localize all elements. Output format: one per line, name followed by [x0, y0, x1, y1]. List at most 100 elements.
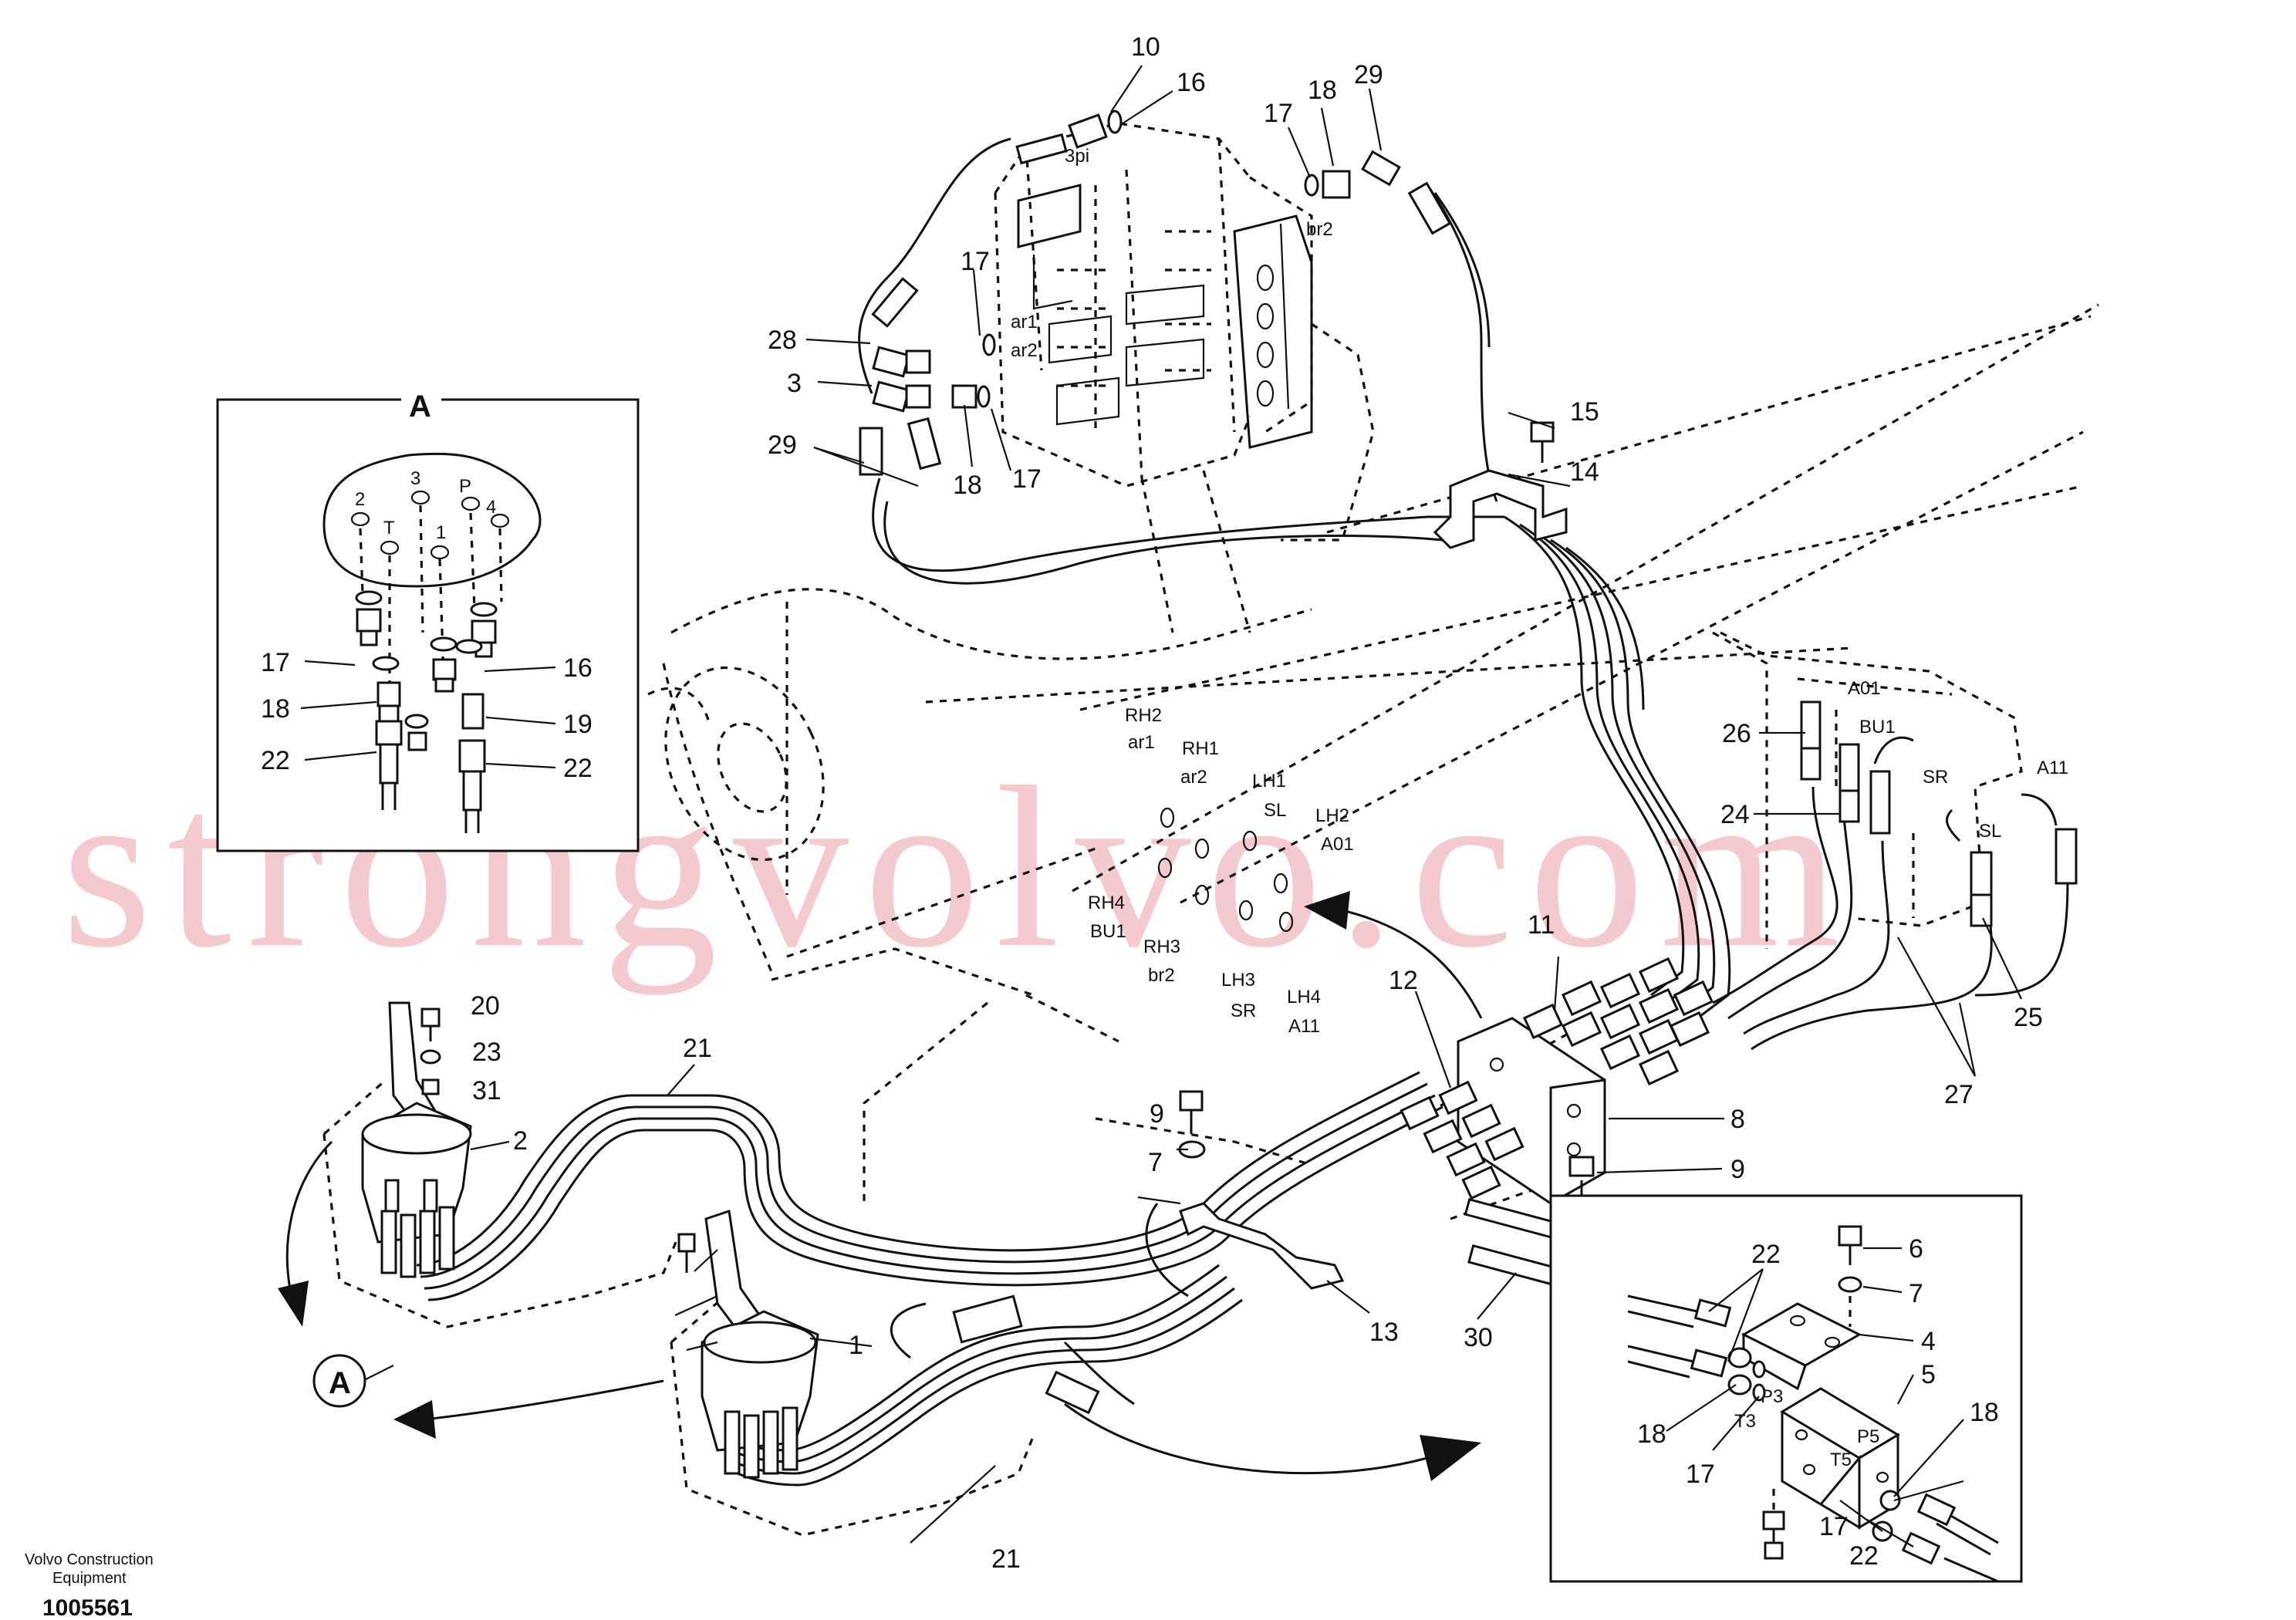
callout-9a: 9	[1150, 1099, 1164, 1129]
pilot-port-lh3: LH3	[1221, 970, 1255, 991]
pilot-block-fittings	[1800, 700, 2078, 927]
pilot-port-rh2-code: ar1	[1128, 732, 1155, 753]
valve-port-labels: 3pi br2 ar1 ar2	[1011, 146, 1333, 361]
detail-a-port-2: 2	[355, 489, 365, 510]
joystick-1	[677, 1210, 819, 1479]
callout-30: 30	[1464, 1323, 1493, 1352]
callout-31: 31	[472, 1076, 501, 1105]
rotation-arrows	[278, 891, 1483, 1481]
detail-b-inset: P3 T3 P5 T5	[1549, 1194, 2023, 1583]
callout-29a: 29	[1354, 60, 1383, 89]
detail-b-callout-4: 4	[1921, 1327, 1936, 1356]
detail-b-callout-17e: 17	[1819, 1512, 1849, 1541]
callout-20: 20	[471, 991, 500, 1021]
detail-b-callout-22a: 22	[1751, 1240, 1781, 1269]
valve-block-8	[1400, 957, 1714, 1288]
callout-14: 14	[1570, 457, 1599, 487]
detail-a-title: A	[409, 390, 431, 424]
clamp-14	[1433, 421, 1568, 549]
pilot-port-labels: RH2 ar1 RH1 ar2 LH1 SL LH2 A01 RH4 BU1 R…	[1088, 705, 1354, 1037]
callout-27: 27	[1944, 1080, 1974, 1109]
leader-lines	[470, 65, 2022, 1544]
callout-17c: 17	[1012, 464, 1042, 494]
callout-16: 16	[1177, 68, 1206, 97]
callout-17a: 17	[1264, 99, 1293, 128]
pilot-port-rh1: RH1	[1182, 738, 1219, 759]
callout-18a: 18	[1308, 76, 1337, 105]
detail-a-callout-22a: 22	[261, 746, 290, 775]
callout-21b: 21	[991, 1544, 1021, 1574]
valve-port-br2: br2	[1306, 219, 1333, 240]
pilot-port-lh1-code: SL	[1264, 800, 1286, 821]
valve-port-ar1: ar1	[1011, 312, 1038, 332]
detail-b-callout-6: 6	[1909, 1234, 1923, 1264]
drawing-number: 1005561	[42, 1595, 133, 1620]
callout-13: 13	[1369, 1318, 1399, 1347]
pilot-port-lh2-code: A01	[1321, 834, 1354, 855]
detail-a-callout-22b: 22	[563, 754, 593, 783]
footer-brand-line1: Volvo Construction	[25, 1551, 154, 1568]
valve-port-ar2: ar2	[1011, 340, 1038, 361]
footer-brand-line2: Equipment	[52, 1570, 127, 1587]
detail-b-callout-17d: 17	[1686, 1460, 1715, 1489]
block-port-bu1: BU1	[1859, 717, 1896, 737]
pilot-port-lh2: LH2	[1315, 805, 1349, 826]
detail-b-callout-7c: 7	[1909, 1279, 1923, 1308]
detail-a-callout-18: 18	[261, 694, 290, 724]
pilot-port-lh3-code: SR	[1231, 1001, 1256, 1021]
joystick-2	[361, 1001, 472, 1278]
detail-a-marker: A	[312, 1354, 394, 1408]
block-port-labels: A01 BU1 SR SL A11	[1848, 678, 2068, 842]
valve-fittings	[859, 110, 1452, 476]
detail-a-callout-16: 16	[563, 653, 593, 683]
pilot-port-rh4: RH4	[1088, 893, 1125, 913]
detail-a-port-t: T	[383, 518, 395, 538]
callout-18b: 18	[953, 471, 982, 500]
detail-b-callout-22b: 22	[1849, 1541, 1879, 1571]
callout-3: 3	[787, 369, 802, 398]
callout-9b: 9	[1730, 1155, 1745, 1184]
pilot-port-symbols	[1157, 807, 1294, 933]
pilot-port-lh4: LH4	[1287, 987, 1321, 1007]
detail-a-port-4: 4	[486, 497, 496, 518]
callout-1: 1	[849, 1331, 863, 1360]
callout-28: 28	[768, 326, 797, 355]
block-port-a11: A11	[2037, 758, 2068, 778]
block-port-sr: SR	[1923, 767, 1948, 788]
detail-b-port-p5: P5	[1857, 1426, 1879, 1447]
detail-a-marker-letter: A	[329, 1366, 351, 1400]
callout-2: 2	[513, 1126, 528, 1156]
detail-a-port-3: 3	[410, 468, 420, 489]
detail-b-callout-18c: 18	[1970, 1398, 1999, 1427]
pilot-port-rh2: RH2	[1125, 705, 1162, 726]
block-port-a01: A01	[1848, 678, 1881, 699]
callout-26: 26	[1722, 719, 1751, 748]
pilot-port-lh1: LH1	[1252, 771, 1286, 791]
pilot-port-rh3-code: br2	[1148, 965, 1175, 986]
detail-a-port-p: P	[459, 476, 471, 497]
callout-8: 8	[1730, 1105, 1745, 1134]
callout-24: 24	[1720, 800, 1750, 829]
control-valve	[1017, 184, 1313, 449]
detail-b-port-t5: T5	[1830, 1450, 1852, 1470]
callout-7a: 7	[1148, 1148, 1163, 1177]
detail-a-callout-19: 19	[563, 710, 593, 739]
pilot-port-rh1-code: ar2	[1180, 767, 1207, 788]
block-port-sl: SL	[1979, 821, 2001, 842]
footer: Volvo Construction Equipment 1005561	[25, 1551, 154, 1620]
callout-12: 12	[1389, 966, 1418, 995]
callout-17b: 17	[961, 247, 990, 276]
clamp-13	[952, 1090, 1345, 1415]
valve-port-3pi: 3pi	[1065, 146, 1089, 167]
part-callouts: 10 16 17 18 29 17 28 3 29 18 17 15 14 26…	[471, 32, 2043, 1574]
pilot-port-rh4-code: BU1	[1090, 921, 1126, 942]
callout-10: 10	[1131, 32, 1160, 62]
pilot-port-lh4-code: A11	[1288, 1016, 1320, 1037]
pilot-port-rh3: RH3	[1143, 937, 1180, 957]
callout-21a: 21	[683, 1034, 712, 1063]
callout-11: 11	[1528, 910, 1555, 940]
callout-23: 23	[472, 1038, 501, 1067]
callout-25: 25	[2014, 1003, 2043, 1032]
detail-b-callout-18d: 18	[1637, 1419, 1666, 1449]
